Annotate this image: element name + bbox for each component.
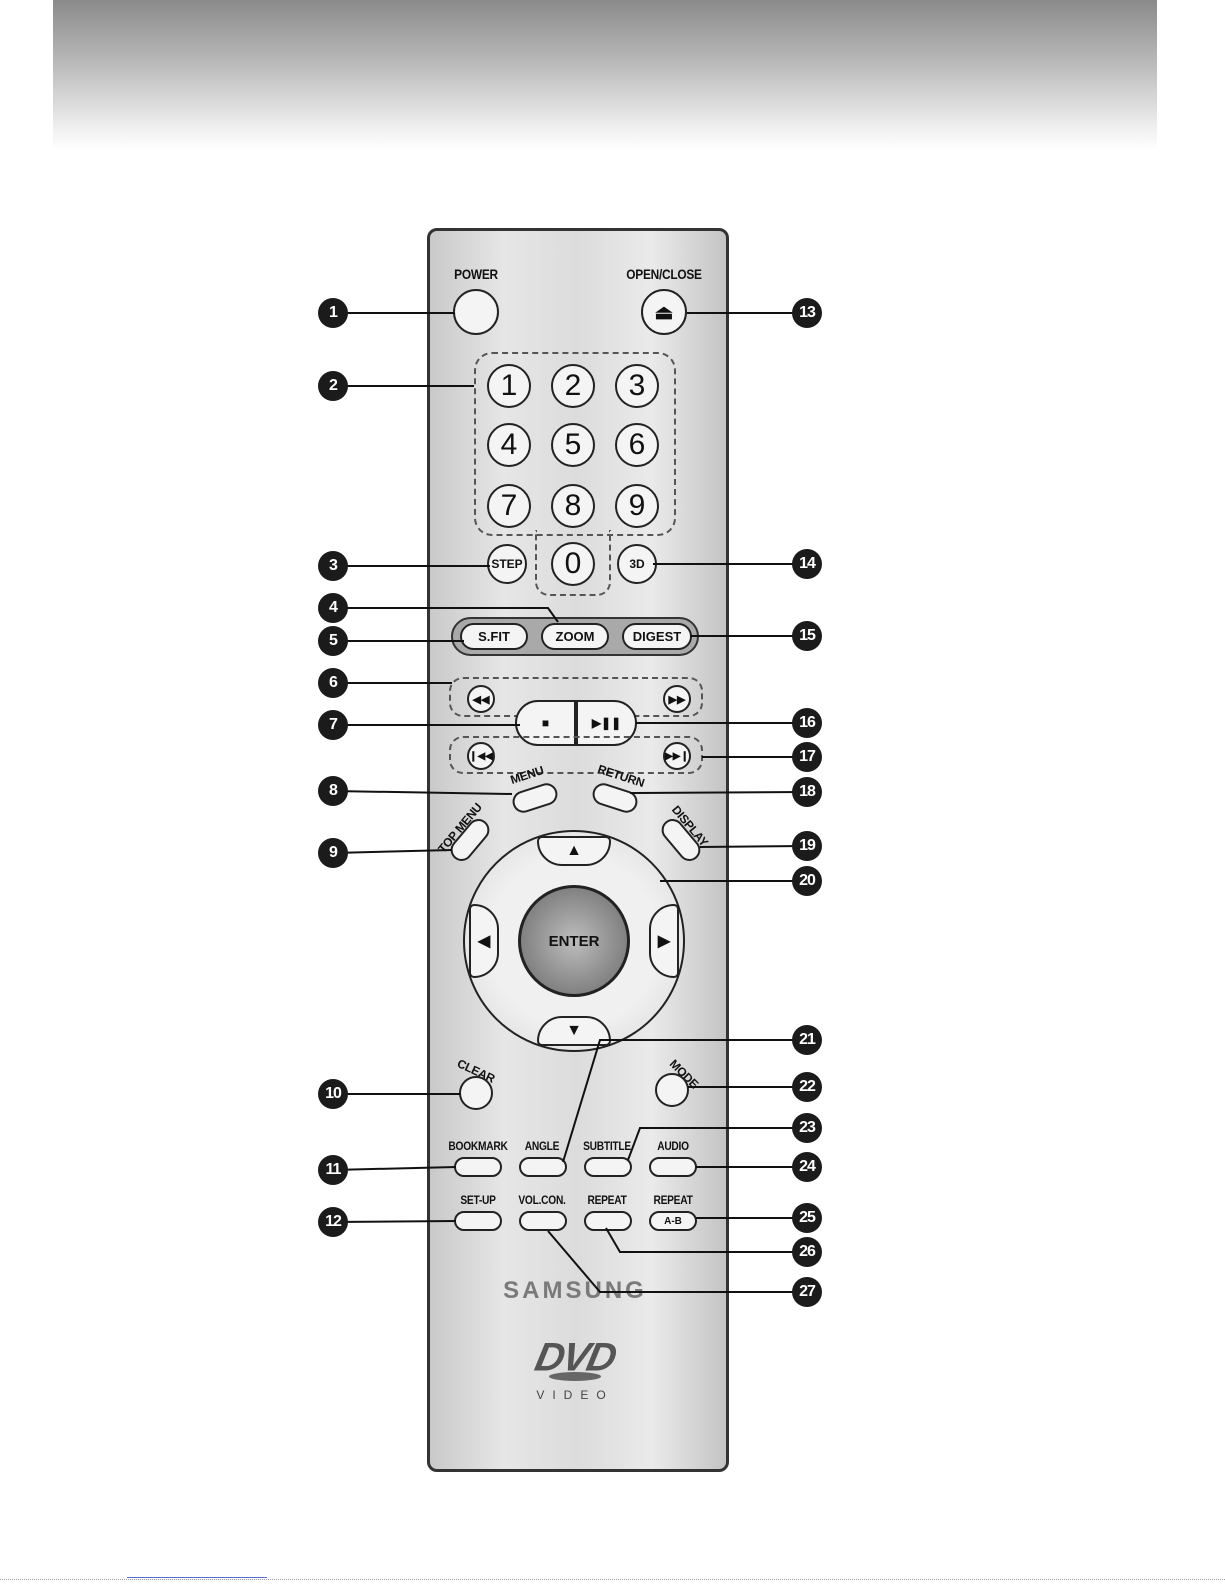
subtitle-button[interactable] [584, 1157, 632, 1177]
callout-15: 15 [792, 621, 822, 651]
setup-label: SET-UP [460, 1193, 495, 1207]
digit-button-9[interactable]: 9 [615, 484, 659, 528]
callout-18: 18 [792, 777, 822, 807]
dvd-video-label: VIDEO [536, 1388, 613, 1402]
mode-button[interactable] [655, 1073, 689, 1107]
callout-2: 2 [318, 371, 348, 401]
callout-8: 8 [318, 776, 348, 806]
repeat-button[interactable] [584, 1211, 632, 1231]
volcon-label: VOL.CON. [518, 1193, 565, 1207]
down-arrow-icon: ▼ [566, 1022, 582, 1040]
up-button[interactable]: ▲ [537, 836, 611, 866]
skip-back-icon: ❙◀◀ [469, 751, 493, 762]
callout-27: 27 [792, 1277, 822, 1307]
digest-button[interactable]: DIGEST [622, 623, 692, 650]
power-button[interactable] [453, 289, 499, 335]
repeat-label: REPEAT [587, 1193, 626, 1207]
skip-forward-icon: ▶▶❙ [665, 751, 689, 762]
open-close-button[interactable]: ⏏ [641, 289, 687, 335]
volcon-button[interactable] [519, 1211, 567, 1231]
callout-1: 1 [318, 298, 348, 328]
step-button[interactable]: STEP [487, 544, 527, 584]
digit-button-3[interactable]: 3 [615, 364, 659, 408]
callout-12: 12 [318, 1207, 348, 1237]
search-back-button[interactable]: ◀◀ [467, 685, 495, 713]
callout-21: 21 [792, 1025, 822, 1055]
up-arrow-icon: ▲ [566, 842, 582, 860]
callout-17: 17 [792, 742, 822, 772]
zoom-button[interactable]: ZOOM [541, 623, 609, 650]
callout-6: 6 [318, 668, 348, 698]
rewind-icon: ◀◀ [473, 693, 490, 706]
digit-button-0[interactable]: 0 [551, 542, 595, 586]
callout-26: 26 [792, 1237, 822, 1267]
callout-23: 23 [792, 1113, 822, 1143]
digit-button-5[interactable]: 5 [551, 423, 595, 467]
3d-button[interactable]: 3D [617, 544, 657, 584]
setup-button[interactable] [454, 1211, 502, 1231]
power-label: POWER [454, 266, 498, 282]
fast-forward-icon: ▶▶ [669, 693, 686, 706]
header-band [53, 0, 1157, 150]
callout-5: 5 [318, 626, 348, 656]
callout-13: 13 [792, 298, 822, 328]
clear-button[interactable] [459, 1076, 493, 1110]
callout-9: 9 [318, 838, 348, 868]
left-arrow-icon: ◀ [478, 931, 490, 951]
callout-7: 7 [318, 710, 348, 740]
left-button[interactable]: ◀ [469, 904, 499, 978]
sfit-button[interactable]: S.FIT [460, 623, 528, 650]
eject-icon: ⏏ [655, 300, 674, 325]
digit-button-2[interactable]: 2 [551, 364, 595, 408]
skip-forward-button[interactable]: ▶▶❙ [663, 742, 691, 770]
callout-20: 20 [792, 866, 822, 896]
digit-button-4[interactable]: 4 [487, 423, 531, 467]
subtitle-label: SUBTITLE [583, 1139, 631, 1153]
callout-19: 19 [792, 831, 822, 861]
right-button[interactable]: ▶ [649, 904, 679, 978]
down-button[interactable]: ▼ [537, 1016, 611, 1046]
repeat-ab-label: REPEAT [653, 1193, 692, 1207]
enter-button[interactable]: ENTER [518, 885, 630, 997]
right-arrow-icon: ▶ [658, 931, 670, 951]
callout-3: 3 [318, 551, 348, 581]
dvd-disc-icon [549, 1372, 601, 1381]
callout-4: 4 [318, 593, 348, 623]
bookmark-button[interactable] [454, 1157, 502, 1177]
callout-10: 10 [318, 1079, 348, 1109]
callout-25: 25 [792, 1203, 822, 1233]
digit-button-6[interactable]: 6 [615, 423, 659, 467]
audio-button[interactable] [649, 1157, 697, 1177]
digit-button-1[interactable]: 1 [487, 364, 531, 408]
callout-14: 14 [792, 549, 822, 579]
repeat-ab-button[interactable]: A-B [649, 1211, 697, 1231]
angle-button[interactable] [519, 1157, 567, 1177]
skip-back-button[interactable]: ❙◀◀ [467, 742, 495, 770]
search-forward-button[interactable]: ▶▶ [663, 685, 691, 713]
samsung-logo: SAMSUNG [503, 1277, 647, 1305]
callout-16: 16 [792, 708, 822, 738]
stop-icon: ■ [542, 716, 549, 730]
angle-label: ANGLE [525, 1139, 559, 1153]
callout-24: 24 [792, 1152, 822, 1182]
callout-11: 11 [318, 1155, 348, 1185]
footer-link-underline [127, 1577, 267, 1578]
footer-rule [0, 1579, 1225, 1580]
audio-label: AUDIO [657, 1139, 689, 1153]
play-pause-icon: ▶❚❚ [592, 716, 621, 730]
bookmark-label: BOOKMARK [448, 1139, 507, 1153]
callout-22: 22 [792, 1072, 822, 1102]
open-close-label: OPEN/CLOSE [626, 266, 701, 282]
digit-button-7[interactable]: 7 [487, 484, 531, 528]
digit-button-8[interactable]: 8 [551, 484, 595, 528]
